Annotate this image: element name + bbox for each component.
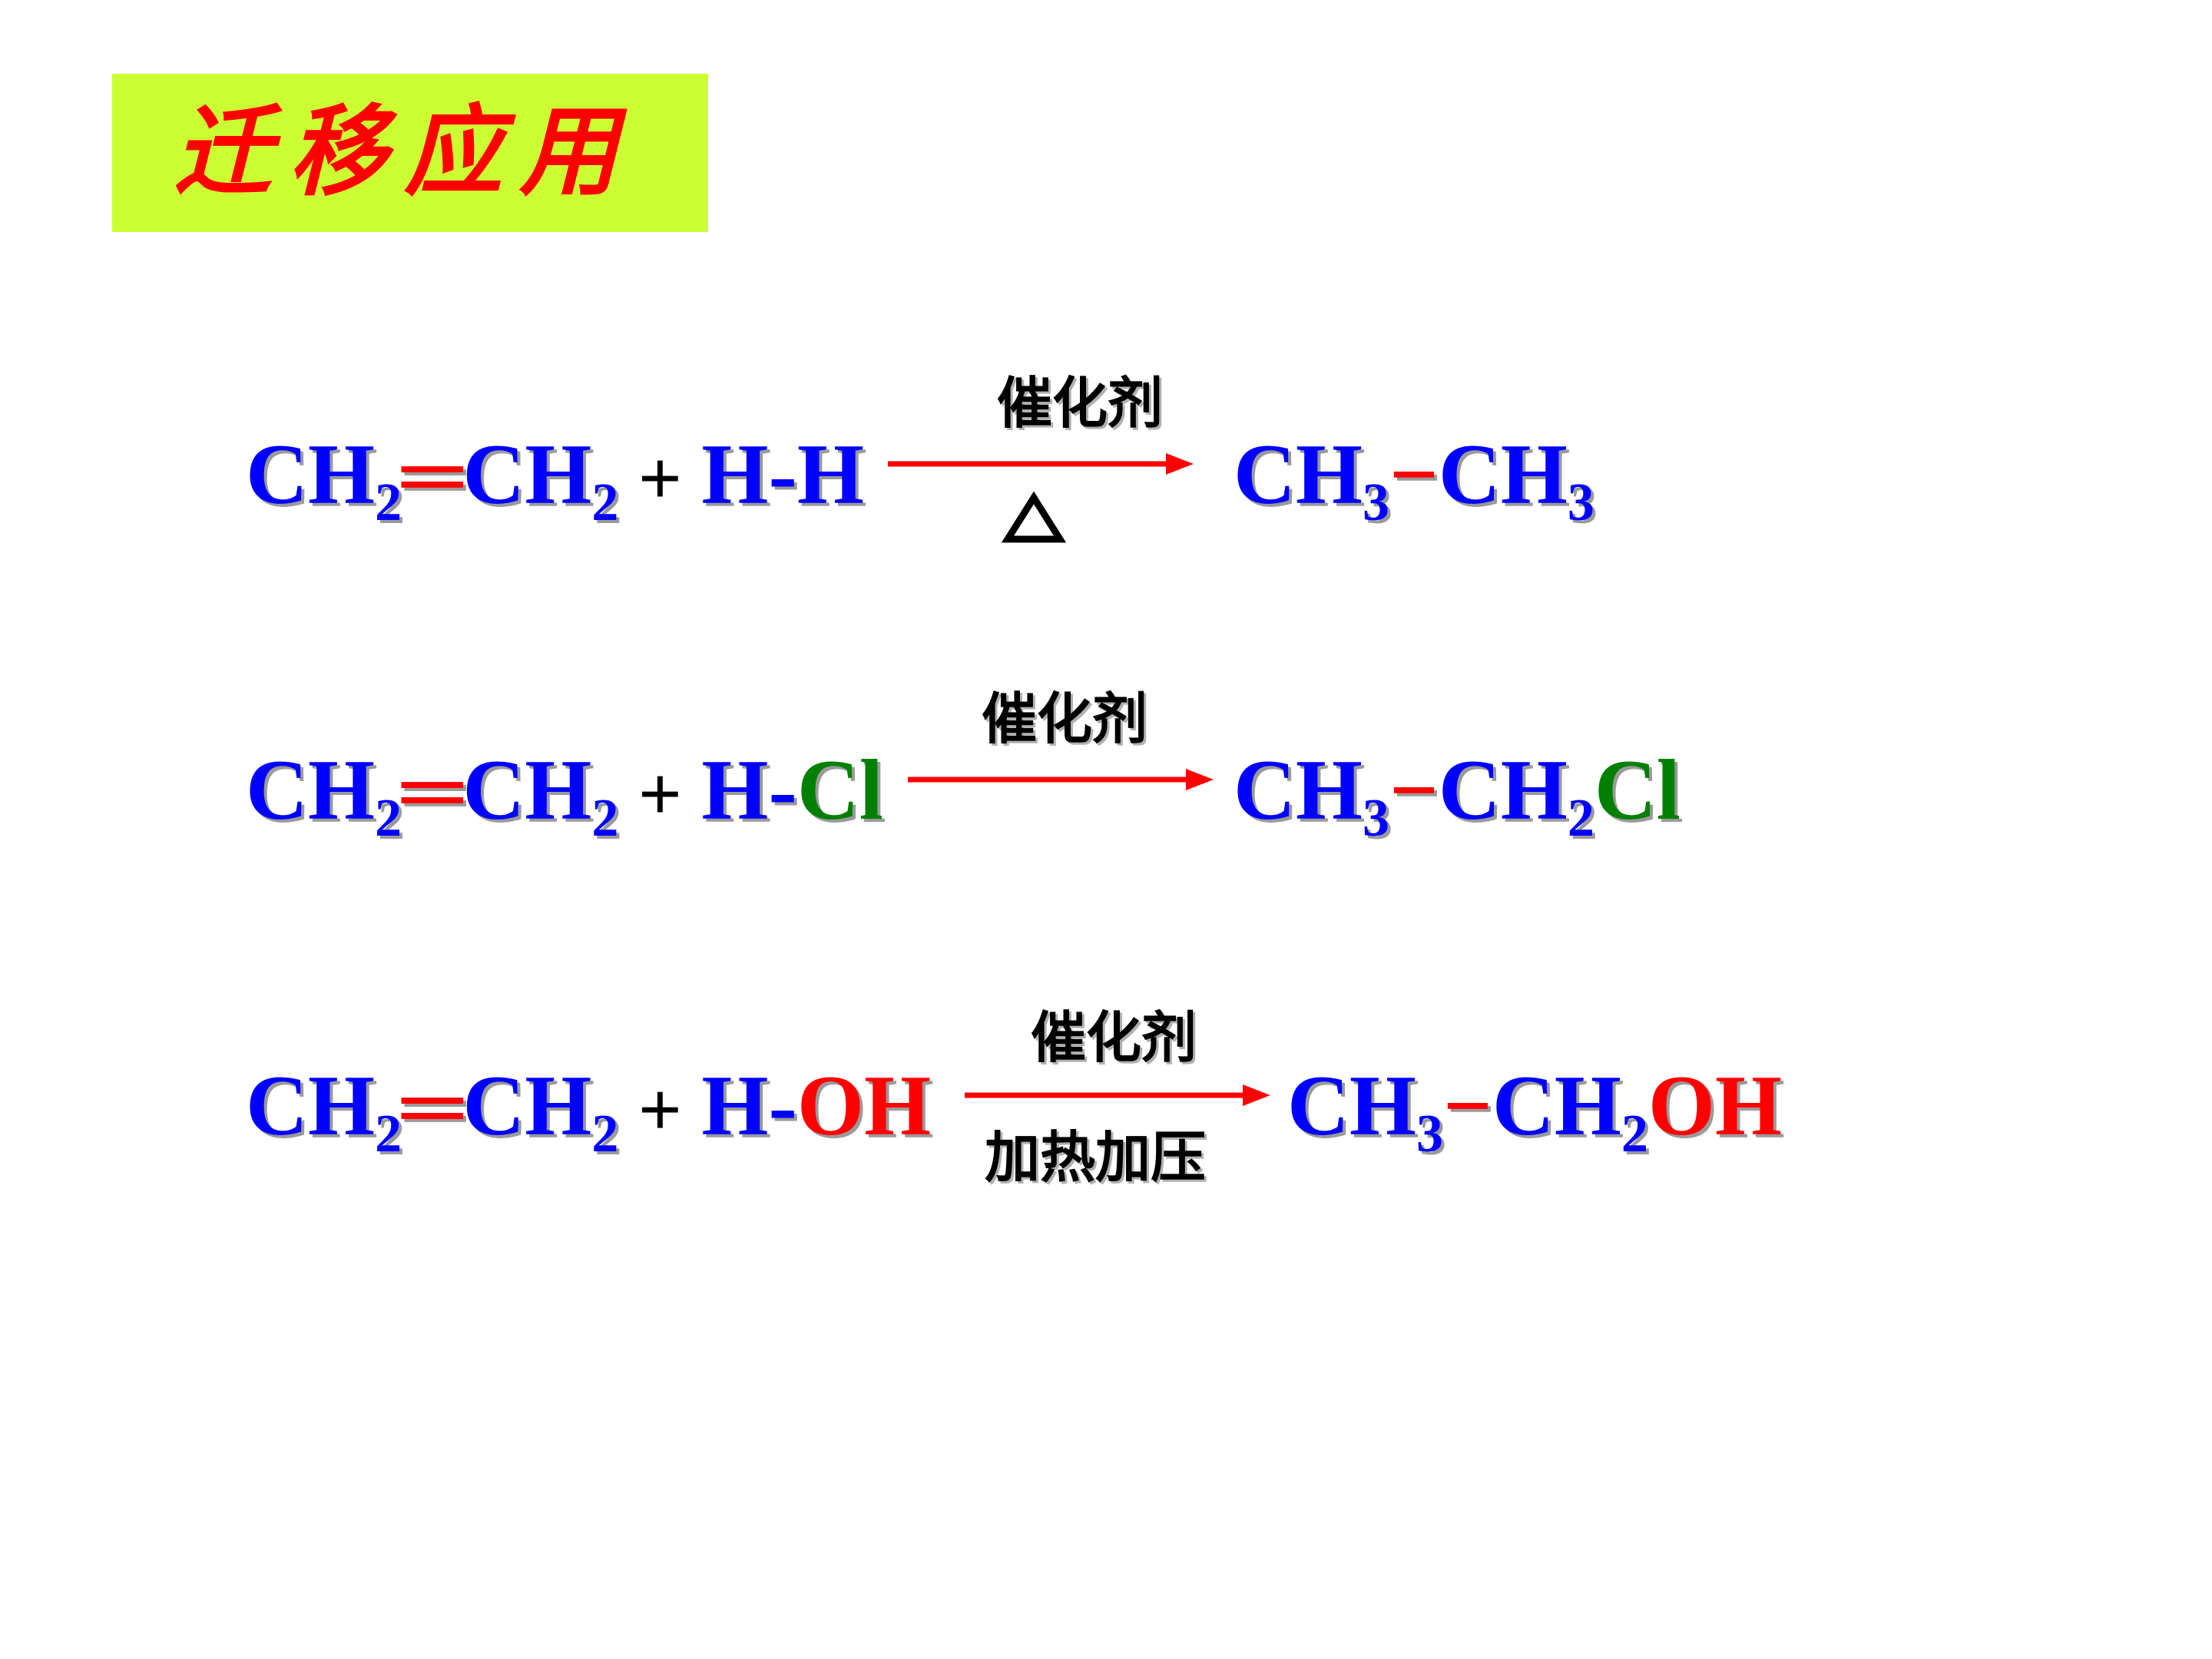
single-bond: − [1389,743,1439,838]
double-bond: ═ [402,427,463,522]
reactant-ethylene: CH2═CH2+H-Cl [246,743,883,848]
equation-hydrochlorination: CH2═CH2+H-Cl 催化剂 CH3−CH2Cl [246,687,2166,852]
reagent-x: H [796,427,864,522]
reagent-h: H [701,743,769,838]
plus-sign: + [638,437,682,519]
condition-catalyst: 催化剂 [996,371,1163,435]
reagent-x: Cl [796,743,883,838]
reaction-arrow [908,769,1214,790]
reagent-h: H [701,1058,769,1154]
plus-sign: + [638,1068,682,1151]
reagent-h: H [701,427,769,522]
condition-catalyst: 催化剂 [1030,1005,1197,1070]
single-bond: − [1443,1058,1492,1154]
condition-catalyst: 催化剂 [981,687,1147,751]
plus-sign: + [638,753,682,835]
reaction-arrow [888,453,1194,475]
heat-triangle-icon [1002,492,1066,543]
single-bond: − [1389,427,1439,522]
product-ethane: CH3−CH3 [1233,427,1594,532]
title-banner: 迁移应用 [112,74,708,232]
double-bond: ═ [402,743,463,838]
reactant-ethylene: CH2═CH2+H-OH [246,1058,932,1164]
product-ethanol: CH3−CH2OH [1287,1058,1783,1164]
equation-hydrogenation: CH2═CH2+H-H 催化剂 CH3−CH3 [246,371,2166,543]
equation-hydration: CH2═CH2+H-OH 催化剂 加热加压 CH3−CH2OH [246,1005,2166,1190]
slide-title: 迁移应用 [174,94,635,210]
reaction-arrow [965,1084,1270,1106]
reagent-x: OH [796,1058,932,1154]
reactant-ethylene: CH2═CH2+H-H [246,427,864,532]
double-bond: ═ [402,1058,463,1154]
condition-heat-pressure: 加热加压 [984,1125,1206,1190]
product-chloroethane: CH3−CH2Cl [1233,743,1681,848]
